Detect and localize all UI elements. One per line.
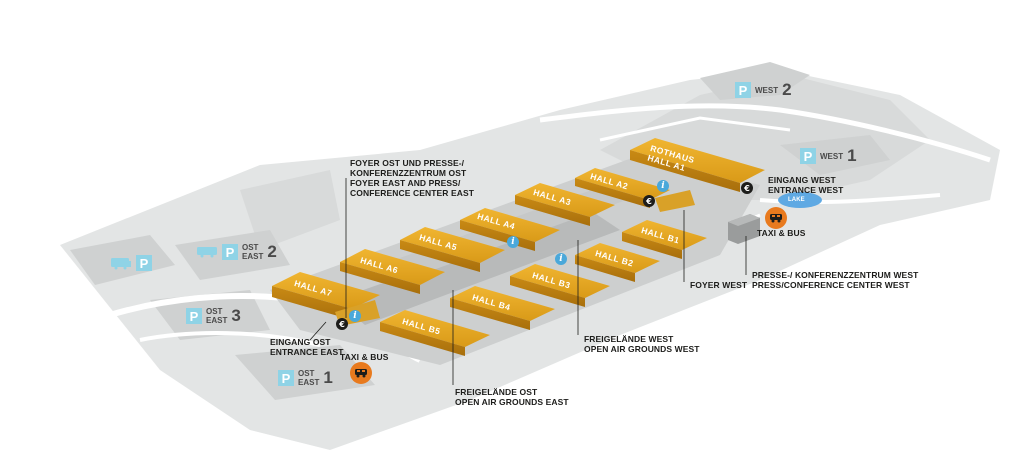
entrance-west-label: EINGANG WEST ENTRANCE WEST [768,175,843,195]
open-air-east-label: FREIGELÄNDE OST OPEN AIR GROUNDS EAST [455,387,569,407]
entrance-east-label: EINGANG OST ENTRANCE EAST [270,337,344,357]
entrance-west-line1: EINGANG WEST [768,175,836,185]
open-air-west-line1: FREIGELÄNDE WEST [584,334,674,344]
taxi-bus-icon[interactable] [765,207,787,229]
parking-icon: P [278,370,294,386]
open-air-east-line1: FREIGELÄNDE OST [455,387,538,397]
bus-icon [197,247,217,258]
halls-layer [272,138,765,356]
taxi-east-label: TAXI & BUS [340,352,389,362]
foyer-east-line1: FOYER OST UND PRESSE-/ [350,158,465,168]
taxi-bus-icon[interactable] [350,362,372,384]
foyer-east-label: FOYER OST UND PRESSE-/ KONFERENZZENTRUM … [350,158,474,198]
lake [778,192,822,208]
entrance-east-line2: ENTRANCE EAST [270,347,344,357]
parking-area-west-1 [780,135,890,175]
press-west-line1: PRESSE-/ KONFERENZZENTRUM WEST [752,270,919,280]
parking-east-3-number: 3 [231,306,241,325]
parking-icon: P [800,148,816,164]
parking-area-west-2 [700,62,810,100]
parking-east-1-number: 1 [323,368,333,387]
parking-area-east-1 [235,345,375,400]
parking-east-3-line1: OST [206,307,223,316]
parking-west-1-text: WEST [820,152,843,161]
open-air-east-line2: OPEN AIR GROUNDS EAST [455,397,569,407]
foyer-east-line2: KONFERENZZENTRUM OST [350,168,467,178]
euro-atm-icon[interactable]: € [336,318,348,330]
entrance-west-line2: ENTRANCE WEST [768,185,844,195]
leader-lines [309,178,747,385]
foyer-east-line4: CONFERENCE CENTER EAST [350,188,475,198]
press-west-label: PRESSE-/ KONFERENZZENTRUM WEST PRESS/CON… [752,270,918,290]
parking-west-1[interactable]: P WEST 1 [800,146,857,166]
info-icon[interactable]: i [349,310,361,322]
euro-atm-icon[interactable]: € [741,182,753,194]
parking-east-2-number: 2 [267,242,277,261]
info-icon[interactable]: i [507,236,519,248]
euro-atm-icon[interactable]: € [643,195,655,207]
open-air-west-line2: OPEN AIR GROUNDS WEST [584,344,700,354]
entrance-east-line1: EINGANG OST [270,337,331,347]
foyer-west-label: FOYER WEST [690,280,748,290]
taxi-west-label: TAXI & BUS [757,228,806,238]
camper-icon [111,258,131,270]
parking-east-2-line1: OST [242,243,259,252]
open-air-west-label: FREIGELÄNDE WEST OPEN AIR GROUNDS WEST [584,334,700,354]
parking-icon: P [186,308,202,324]
parking-icon: P [735,82,751,98]
parking-east-3-line2: EAST [206,316,228,325]
info-icon[interactable]: i [555,253,567,265]
parking-camper[interactable]: P [110,255,152,271]
parking-icon: P [136,255,152,271]
info-icon[interactable]: i [657,180,669,192]
parking-west-2-line1: WEST [755,85,779,95]
parking-west-2[interactable]: P WEST 2 [735,80,792,100]
parking-east-2-line2: EAST [242,252,264,261]
press-west-line2: PRESS/CONFERENCE CENTER WEST [752,280,910,290]
foyer-east-line3: FOYER EAST AND PRESS/ [350,178,461,188]
parking-west-2-text: WEST [755,86,778,95]
parking-west-2-number: 2 [782,80,792,99]
parking-west-1-line1: WEST [820,151,844,161]
parking-icon: P [222,244,238,260]
lake-label: LAKE [788,197,805,203]
parking-east-1-line2: EAST [298,378,320,387]
parking-east-1-line1: OST [298,369,315,378]
parking-west-1-number: 1 [847,146,857,165]
